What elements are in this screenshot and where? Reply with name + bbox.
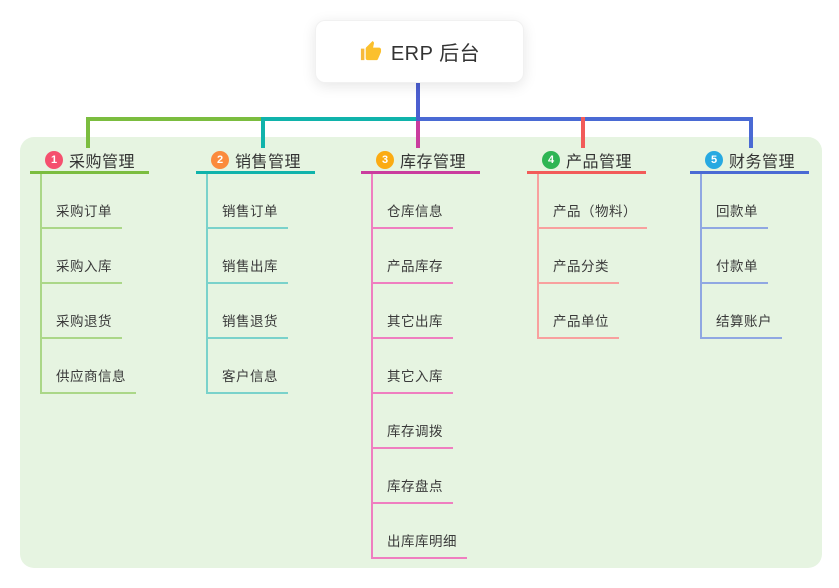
mindmap-leaf-node[interactable]: 销售退货: [208, 284, 288, 339]
branch-column-5: 5 财务管理 回款单付款单结算账户: [690, 137, 810, 339]
branch-number-badge: 2: [211, 150, 229, 169]
mindmap-leaf-node[interactable]: 其它出库: [373, 284, 453, 339]
mindmap-leaf-node[interactable]: 其它入库: [373, 339, 453, 394]
thumbs-up-icon: [359, 40, 382, 63]
mindmap-leaf-node[interactable]: 产品单位: [539, 284, 619, 339]
branch-title-label: 销售管理: [235, 153, 302, 171]
mindmap-panel: 1 采购管理 采购订单采购入库采购退货供应商信息 2 销售管理 销售订单销售出库…: [20, 137, 822, 568]
branch-title[interactable]: 5 财务管理: [690, 148, 810, 174]
branch-title[interactable]: 2 销售管理: [196, 148, 316, 174]
branch-title-label: 财务管理: [729, 153, 796, 171]
branch-number-badge: 3: [376, 150, 394, 169]
mindmap-leaf-node[interactable]: 出库库明细: [373, 504, 467, 559]
drop-line-finance: [749, 117, 753, 148]
root-node-title: ERP 后台: [390, 43, 481, 65]
branch-column-1: 1 采购管理 采购订单采购入库采购退货供应商信息: [30, 137, 150, 394]
branch-number-badge: 5: [705, 150, 723, 169]
branch-number-badge: 1: [45, 150, 63, 169]
branch-sub-list: 仓库信息产品库存其它出库其它入库库存调拨库存盘点出库库明细: [371, 174, 467, 559]
root-stem-line: [416, 83, 420, 121]
branch-sub-list: 销售订单销售出库销售退货客户信息: [206, 174, 288, 394]
mindmap-leaf-node[interactable]: 客户信息: [208, 339, 288, 394]
mindmap-leaf-node[interactable]: 采购退货: [42, 284, 122, 339]
mindmap-leaf-node[interactable]: 产品库存: [373, 229, 453, 284]
mindmap-leaf-node[interactable]: 采购订单: [42, 174, 122, 229]
branch-title-label: 采购管理: [69, 153, 136, 171]
drop-line-purchase: [86, 117, 90, 148]
branch-number-badge: 4: [542, 150, 560, 169]
mindmap-leaf-node[interactable]: 销售订单: [208, 174, 288, 229]
mindmap-leaf-node[interactable]: 采购入库: [42, 229, 122, 284]
mindmap-leaf-node[interactable]: 回款单: [702, 174, 768, 229]
mindmap-leaf-node[interactable]: 库存调拨: [373, 394, 453, 449]
drop-line-inventory: [416, 121, 420, 148]
mindmap-leaf-node[interactable]: 仓库信息: [373, 174, 453, 229]
branch-sub-list: 采购订单采购入库采购退货供应商信息: [40, 174, 136, 394]
mindmap-leaf-node[interactable]: 结算账户: [702, 284, 782, 339]
branch-column-3: 3 库存管理 仓库信息产品库存其它出库其它入库库存调拨库存盘点出库库明细: [361, 137, 481, 559]
branch-column-4: 4 产品管理 产品（物料）产品分类产品单位: [527, 137, 647, 339]
branch-title-label: 产品管理: [566, 153, 633, 171]
drop-line-sales: [261, 117, 265, 148]
branch-title-label: 库存管理: [400, 153, 467, 171]
mindmap-leaf-node[interactable]: 销售出库: [208, 229, 288, 284]
branch-title[interactable]: 3 库存管理: [361, 148, 481, 174]
connector-left-green: [86, 117, 263, 121]
drop-line-product: [581, 117, 585, 148]
mindmap-leaf-node[interactable]: 付款单: [702, 229, 768, 284]
mindmap-leaf-node[interactable]: 产品分类: [539, 229, 619, 284]
branch-sub-list: 产品（物料）产品分类产品单位: [537, 174, 647, 339]
mindmap-leaf-node[interactable]: 产品（物料）: [539, 174, 647, 229]
branch-title[interactable]: 1 采购管理: [30, 148, 150, 174]
connector-right-blue: [420, 117, 753, 121]
connector-mid-teal: [263, 117, 416, 121]
root-node-erp-backend[interactable]: ERP 后台: [315, 20, 524, 83]
branch-title[interactable]: 4 产品管理: [527, 148, 647, 174]
mindmap-leaf-node[interactable]: 库存盘点: [373, 449, 453, 504]
branch-column-2: 2 销售管理 销售订单销售出库销售退货客户信息: [196, 137, 316, 394]
mindmap-leaf-node[interactable]: 供应商信息: [42, 339, 136, 394]
branch-sub-list: 回款单付款单结算账户: [700, 174, 782, 339]
